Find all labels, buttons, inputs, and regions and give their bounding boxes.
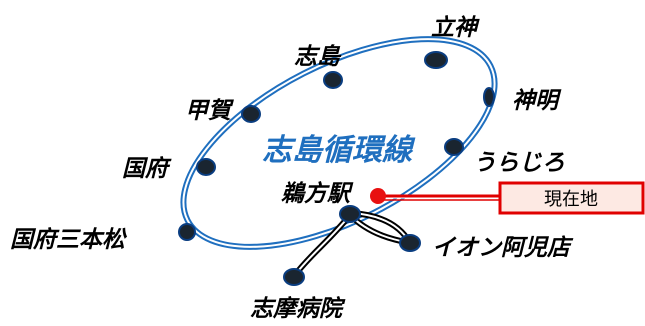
current-location-marker: [370, 188, 386, 204]
station-marker-ugatahoeki: [339, 205, 361, 223]
station-marker-kokufu-sanbonmatsu: [178, 223, 196, 241]
current-location-label: 現在地: [544, 189, 598, 210]
station-marker-shijima: [323, 71, 343, 89]
station-label-kokufu: 国府: [122, 155, 172, 182]
station-label-ugatahoeki: 鵜方駅: [281, 181, 354, 207]
station-label-kouga: 甲賀: [185, 98, 234, 124]
station-marker-kokufu: [196, 158, 216, 176]
station-marker-shinmei: [483, 87, 495, 107]
station-label-kokufu-sanbonmatsu: 国府三本松: [10, 226, 128, 253]
loop-line: [180, 36, 498, 250]
current-location-callout: 現在地: [370, 181, 645, 215]
station-label-aeon-ago: イオン阿児店: [432, 235, 574, 261]
station-label-shijima: 志島: [294, 44, 342, 70]
station-label-urajiro: うらじろ: [473, 150, 565, 176]
line-title: 志島循環線: [262, 133, 416, 168]
station-marker-aeon-ago: [399, 234, 421, 252]
station-label-shinmei: 神明: [512, 88, 562, 114]
current-location-box: [498, 181, 645, 215]
station-label-shima-hospital: 志摩病院: [250, 295, 346, 322]
station-marker-urajiro: [444, 138, 464, 156]
station-marker-tatsugami: [424, 51, 448, 69]
station-markers: [178, 51, 495, 286]
branch-line-hospital: [292, 213, 353, 277]
station-label-tatsugami: 立神: [431, 15, 480, 41]
station-marker-shima-hospital: [283, 268, 305, 286]
station-marker-kouga: [241, 105, 261, 123]
station-labels: 立神 神明 志島 甲賀 うらじろ 国府 鵜方駅 国府三本松 イオン阿児店 志摩病…: [10, 15, 574, 322]
